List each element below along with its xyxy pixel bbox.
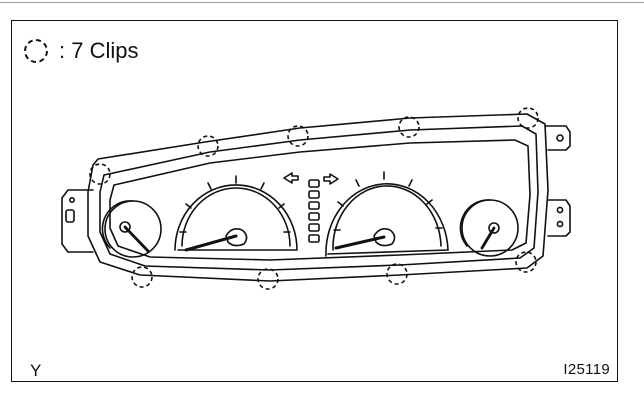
figure-id: I25119 [563, 361, 610, 378]
view-label: Y [30, 361, 42, 380]
right-side-hole-2 [556, 220, 564, 228]
left-small-gauge [101, 200, 162, 258]
top-rule [0, 2, 644, 3]
dashed-circle-icon [24, 39, 48, 63]
clip-marker-5 [517, 107, 539, 129]
left-bracket-slot [65, 209, 75, 223]
clip-markers [89, 107, 539, 290]
clip-marker-8 [386, 263, 408, 285]
right-upper-bracket [544, 125, 571, 151]
clip-marker-2 [197, 135, 219, 157]
right-upper-hole [556, 134, 564, 142]
left-bracket [61, 189, 94, 253]
cluster-housing-outer [87, 113, 549, 282]
clip-marker-1 [89, 163, 111, 185]
clip-marker-6 [131, 266, 153, 288]
legend-text: : 7 Clips [59, 38, 139, 63]
left-turn-arrow-icon [283, 172, 299, 184]
right-side-bracket [547, 199, 571, 237]
right-small-gauge [459, 199, 519, 257]
speedometer [174, 175, 298, 252]
tachometer [325, 171, 449, 257]
clip-marker-7 [257, 268, 279, 290]
left-bracket-hole [69, 197, 76, 204]
clip-marker-4 [398, 116, 420, 138]
indicator-column [308, 179, 320, 243]
right-side-hole-1 [556, 206, 564, 214]
clip-marker-3 [287, 125, 309, 147]
cluster-bezel [109, 139, 531, 261]
figure-frame [11, 20, 618, 382]
legend: : 7 Clips [21, 36, 138, 66]
right-turn-arrow-icon [323, 173, 339, 185]
cluster-housing-inner [99, 125, 539, 271]
clip-marker-9 [515, 251, 537, 273]
